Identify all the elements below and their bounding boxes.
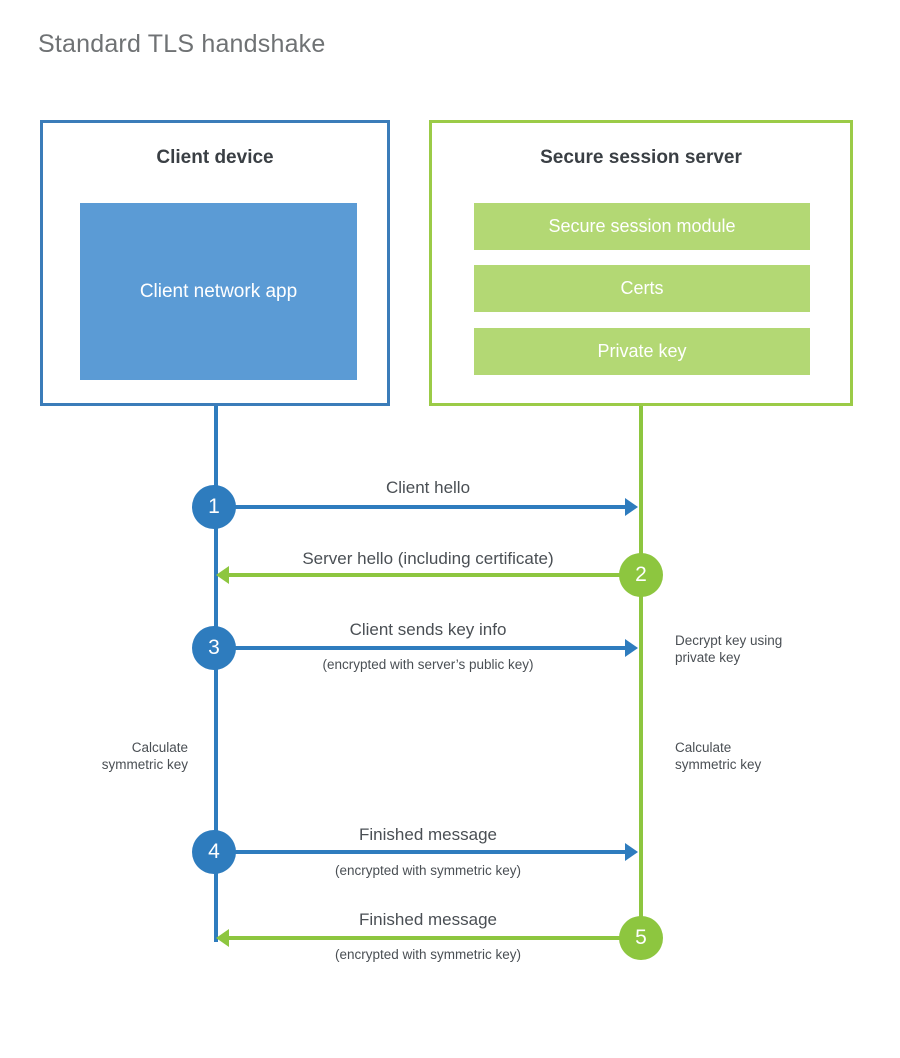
step-2-number-badge: 2 bbox=[619, 553, 663, 597]
server-component-private-key: Private key bbox=[474, 328, 810, 375]
server-component-certs: Certs bbox=[474, 265, 810, 312]
step-3-sublabel: (encrypted with server’s public key) bbox=[322, 657, 534, 672]
step-3-number-badge: 3 bbox=[192, 626, 236, 670]
server-lifeline bbox=[639, 406, 643, 940]
page-title: Standard TLS handshake bbox=[38, 30, 326, 58]
step-1-number-badge: 1 bbox=[192, 485, 236, 529]
secure-session-server-box: Secure session server Secure session mod… bbox=[429, 120, 853, 406]
client-network-app-block: Client network app bbox=[80, 203, 357, 380]
step-2-arrow-head-icon bbox=[216, 566, 229, 584]
step-5-sublabel: (encrypted with symmetric key) bbox=[334, 947, 522, 962]
step-5-arrow-line bbox=[228, 936, 640, 940]
step-4-arrow-head-icon bbox=[625, 843, 638, 861]
step-3-label: Client sends key info bbox=[349, 620, 507, 639]
step-1-arrow-line bbox=[216, 505, 626, 509]
server-component-secure-session-module: Secure session module bbox=[474, 203, 810, 250]
step-5-number-badge: 5 bbox=[619, 916, 663, 960]
step-1-label: Client hello bbox=[385, 478, 471, 497]
step-3-arrow-line bbox=[216, 646, 626, 650]
step-5-label: Finished message bbox=[359, 910, 497, 929]
step-1-arrow-head-icon bbox=[625, 498, 638, 516]
note-server-calculate-symmetric-key: Calculate symmetric key bbox=[675, 740, 762, 773]
secure-session-server-title: Secure session server bbox=[540, 147, 742, 168]
client-device-box: Client device Client network app bbox=[40, 120, 390, 406]
step-5-arrow-head-icon bbox=[216, 929, 229, 947]
step-4-arrow-line bbox=[216, 850, 626, 854]
step-4-sublabel: (encrypted with symmetric key) bbox=[334, 863, 522, 878]
step-4-number-badge: 4 bbox=[192, 830, 236, 874]
step-2-arrow-line bbox=[228, 573, 640, 577]
note-client-calculate-symmetric-key: Calculate symmetric key bbox=[101, 740, 188, 773]
client-lifeline bbox=[214, 406, 218, 942]
client-device-title: Client device bbox=[156, 147, 274, 168]
step-2-label: Server hello (including certificate) bbox=[302, 549, 554, 568]
note-server-decrypt-key: Decrypt key using private key bbox=[675, 633, 783, 666]
step-4-label: Finished message bbox=[359, 825, 497, 844]
step-3-arrow-head-icon bbox=[625, 639, 638, 657]
